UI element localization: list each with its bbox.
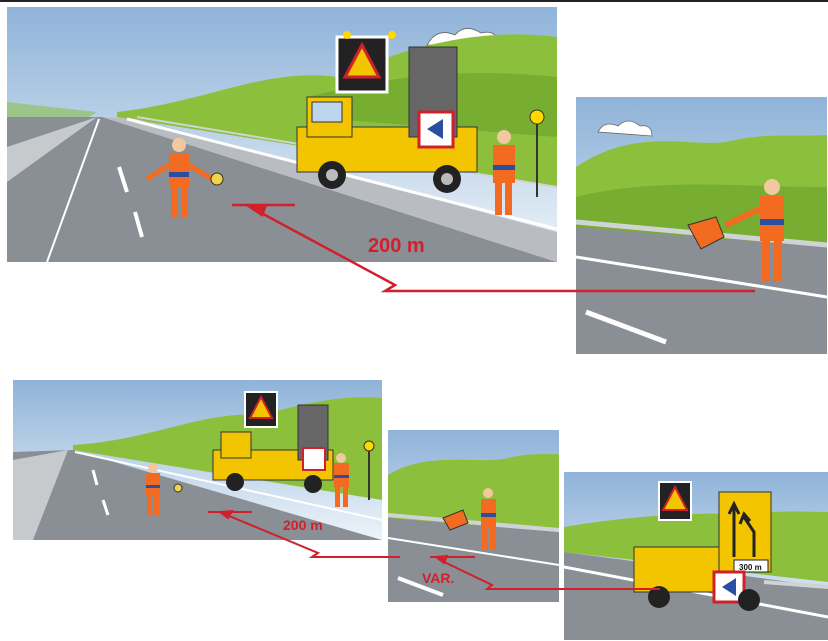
distance-label-top: 200 m: [368, 235, 425, 257]
distance-arrow-top: [232, 205, 755, 291]
sign-distance-label: 300 m: [739, 563, 762, 572]
variable-distance-label: VAR.: [422, 570, 454, 586]
distance-label-bottom: 200 m: [283, 517, 323, 533]
